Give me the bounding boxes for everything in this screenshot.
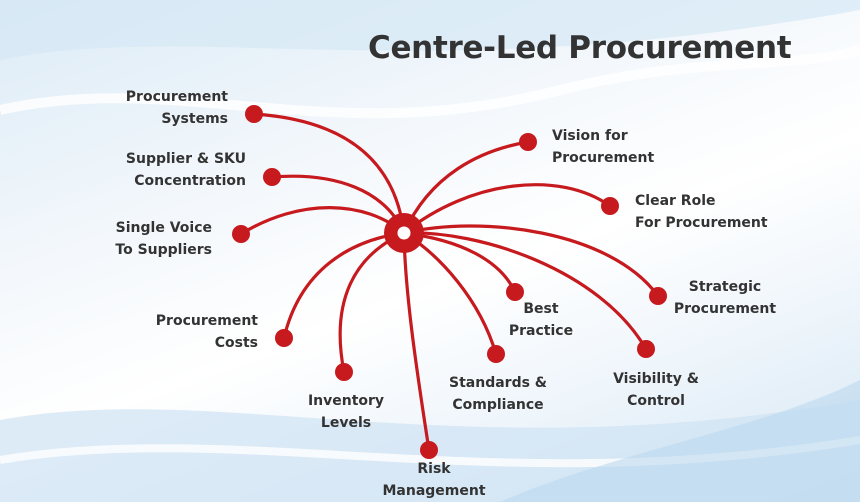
node-dot-best-practice: [506, 283, 524, 301]
node-dot-inventory-levels: [335, 363, 353, 381]
spoke-inventory-levels: [338, 231, 406, 374]
spoke-procurement-systems: [252, 112, 406, 235]
page-title: Centre-Led Procurement: [368, 30, 792, 66]
node-dot-risk-management: [420, 441, 438, 459]
node-dots: [232, 105, 667, 459]
node-dot-standards-compliance: [487, 345, 505, 363]
spoke-visibility-control: [402, 231, 648, 351]
node-dot-single-voice: [232, 225, 250, 243]
label-visibility-control: Visibility &Control: [613, 371, 699, 409]
spoke-single-voice: [239, 206, 406, 236]
spoke-standards-compliance: [402, 231, 498, 356]
node-dot-procurement-systems: [245, 105, 263, 123]
spoke-clear-role: [402, 183, 612, 235]
node-dot-vision: [519, 133, 537, 151]
spoke-supplier-sku-concentration: [270, 174, 406, 235]
spoke-strategic-procurement: [402, 224, 660, 298]
label-standards-compliance: Standards &Compliance: [449, 375, 547, 413]
node-dot-clear-role: [601, 197, 619, 215]
spoke-vision: [402, 140, 530, 235]
hub-center: [397, 226, 411, 240]
spoke-procurement-costs: [282, 231, 406, 340]
spoke-risk-management: [402, 231, 431, 452]
node-dot-supplier-sku-concentration: [263, 168, 281, 186]
node-dot-procurement-costs: [275, 329, 293, 347]
node-dot-strategic-procurement: [649, 287, 667, 305]
node-dot-visibility-control: [637, 340, 655, 358]
